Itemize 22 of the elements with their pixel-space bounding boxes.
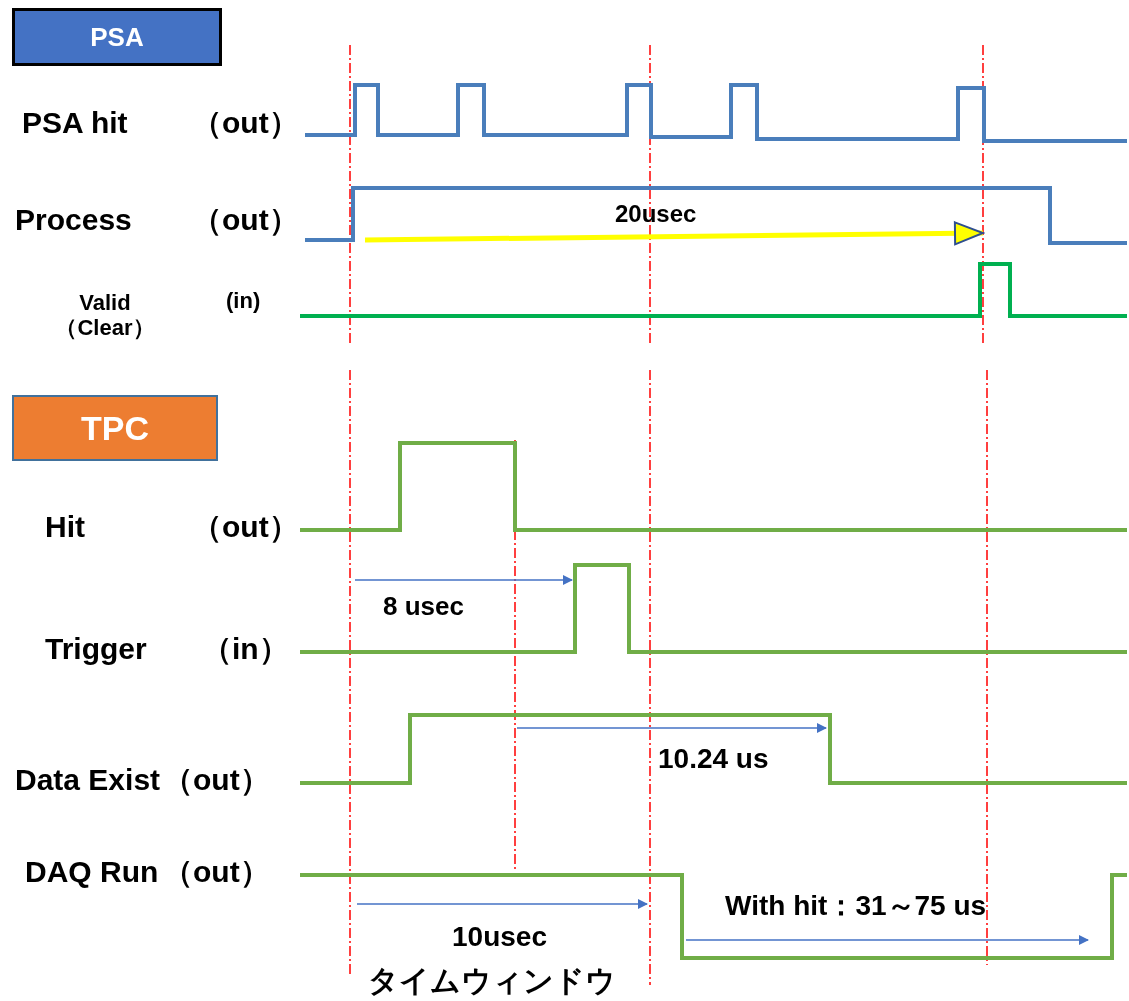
duration-label: 20usec xyxy=(615,200,697,228)
signal-name: DAQ Run xyxy=(25,855,159,890)
section-header: TPC xyxy=(12,395,218,461)
duration-label: 10.24 us xyxy=(658,743,769,776)
section-header: PSA xyxy=(12,8,222,66)
direction-label: (in) xyxy=(226,288,261,314)
direction-label: （out） xyxy=(163,763,270,798)
direction-label: （in） xyxy=(202,632,289,667)
duration-label: タイムウィンドウ xyxy=(368,964,616,999)
duration-label: 8 usec xyxy=(383,592,464,622)
direction-label: （out） xyxy=(163,855,270,890)
signal-name: Trigger xyxy=(45,632,147,667)
signal-name: Process xyxy=(15,203,132,238)
direction-label: （out） xyxy=(192,510,299,545)
signal-name: PSA hit xyxy=(22,106,128,141)
duration-label: 10usec xyxy=(452,921,547,954)
duration-label: With hit：31～75 us xyxy=(725,890,987,923)
direction-label: （out） xyxy=(192,106,299,141)
direction-label: （out） xyxy=(192,203,299,238)
signal-name: Data Exist xyxy=(15,763,161,798)
signal-name: Valid （Clear） xyxy=(54,290,156,341)
signal-name: Hit xyxy=(45,510,85,545)
